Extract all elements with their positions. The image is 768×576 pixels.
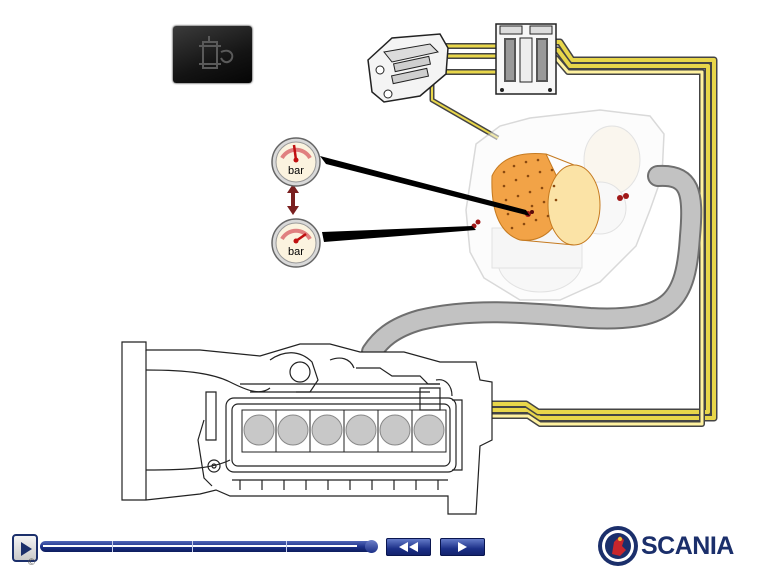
fuel-filter-warning-icon [199, 36, 234, 69]
fuel-filter-element [471, 152, 629, 246]
engine-cylinders [243, 414, 445, 446]
progress-tick [286, 541, 287, 552]
engine-cylinder-bays [241, 409, 447, 453]
warning-lamp-panel [173, 26, 252, 83]
copyright-mark: © [27, 558, 36, 568]
rewind-icon [399, 542, 418, 552]
griffin-emblem-icon [598, 526, 638, 566]
forward-icon [458, 542, 467, 552]
wire-harness [429, 38, 718, 427]
gauge-dial-icon [271, 218, 321, 268]
rewind-button[interactable] [386, 538, 431, 556]
gauge-unit-label: bar [288, 246, 304, 258]
progress-tick [192, 541, 193, 552]
engine-illustration [121, 23, 718, 515]
fuel-hose [361, 164, 703, 363]
progress-fill [43, 545, 357, 547]
progress-track[interactable] [40, 540, 378, 553]
ecu-unit [367, 33, 449, 103]
relay-box [495, 23, 557, 95]
brand-name: SCANIA [641, 532, 734, 560]
play-button[interactable] [12, 534, 38, 562]
play-icon [21, 542, 32, 556]
gauge-dial-icon [271, 137, 321, 187]
progress-tick [112, 541, 113, 552]
progress-handle[interactable] [365, 540, 378, 553]
forward-button[interactable] [440, 538, 485, 556]
gauge-unit-label: bar [288, 165, 304, 177]
pressure-gauge-lower: bar [270, 217, 322, 269]
pressure-difference-arrow [287, 184, 299, 215]
sensor-lines [320, 156, 530, 242]
pressure-gauge-upper: bar [270, 136, 322, 188]
